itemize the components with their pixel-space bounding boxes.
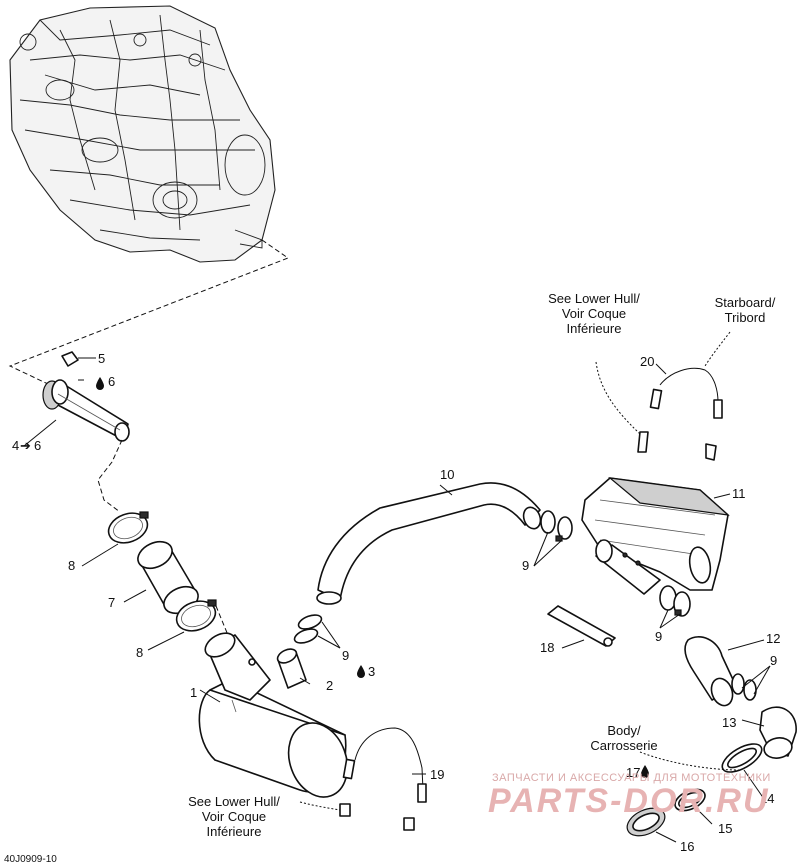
hose-routing-line-upper xyxy=(97,439,123,513)
note-line: See Lower Hull/ xyxy=(548,291,640,306)
callout-6: 6 xyxy=(108,374,115,389)
note-line: See Lower Hull/ xyxy=(188,794,280,809)
diagram-code: 40J0909-10 xyxy=(4,854,57,865)
callouts: 1 2 3 4 ➔ 6 5 6 7 8 8 9 9 9 9 10 11 12 1… xyxy=(12,351,780,854)
drop-icon xyxy=(641,765,649,778)
muffler-part-1 xyxy=(198,632,349,798)
callout-19: 19 xyxy=(430,767,444,782)
clamp-part-9-upper-right xyxy=(540,510,573,542)
gasket-part-15 xyxy=(674,788,706,812)
clamp-part-8-lower xyxy=(175,599,217,632)
callout-12: 12 xyxy=(766,631,780,646)
strap-part-18 xyxy=(547,605,616,647)
callout-9-middle: 9 xyxy=(342,648,349,663)
note-line: Inférieure xyxy=(207,824,262,839)
note-leader-body xyxy=(639,751,741,771)
callout-18: 18 xyxy=(540,640,554,655)
callout-8-upper: 8 xyxy=(68,558,75,573)
note-line: Carrosserie xyxy=(590,738,657,753)
clamp-part-9-lower-right xyxy=(659,585,691,617)
fitting-part-5 xyxy=(61,351,96,367)
drop-icon xyxy=(96,377,104,390)
note-line: Starboard/ xyxy=(715,295,776,310)
clamp-part-8-upper xyxy=(107,511,149,544)
resonator-part-11 xyxy=(581,477,730,595)
projection-line xyxy=(8,239,290,385)
callout-9-lower-right: 9 xyxy=(655,629,662,644)
leader-lines xyxy=(23,363,771,843)
callout-20: 20 xyxy=(640,354,654,369)
note-leader-lower-hull-top xyxy=(595,361,641,435)
callout-7: 7 xyxy=(108,595,115,610)
callout-9-hose: 9 xyxy=(770,653,777,668)
note-lower-hull-bottom: See Lower Hull/ Voir Coque Inférieure xyxy=(188,794,280,839)
callout-1: 1 xyxy=(190,685,197,700)
callout-5: 5 xyxy=(98,351,105,366)
hose-part-10 xyxy=(316,482,542,605)
callout-3: 3 xyxy=(368,664,375,679)
hose-part-12 xyxy=(684,636,737,707)
clamp-part-9-hose xyxy=(731,673,757,701)
coupler-part-7 xyxy=(137,540,199,615)
exhaust-outlet-tube xyxy=(42,379,130,442)
callout-13: 13 xyxy=(722,715,736,730)
note-line: Inférieure xyxy=(567,321,622,336)
callout-16: 16 xyxy=(680,839,694,854)
callout-10: 10 xyxy=(440,467,454,482)
clamp-part-9-middle xyxy=(293,614,341,649)
strap-part-20 xyxy=(637,367,723,461)
note-lower-hull-top: See Lower Hull/ Voir Coque Inférieure xyxy=(548,291,640,336)
engine-illustration xyxy=(9,5,276,263)
elbow-part-13 xyxy=(759,706,797,759)
watermark-tagline: ЗАПЧАСТИ И АКСЕССУАРЫ ДЛЯ МОТОТЕХНИКИ xyxy=(492,772,771,784)
ring-part-14 xyxy=(721,743,763,773)
note-line: Tribord xyxy=(725,310,766,325)
note-leader-starboard xyxy=(704,331,731,367)
callout-11: 11 xyxy=(732,486,746,501)
note-line: Voir Coque xyxy=(202,809,266,824)
note-leader-lower-hull-bottom xyxy=(299,801,341,811)
note-starboard: Starboard/ Tribord xyxy=(715,295,776,325)
callout-15: 15 xyxy=(718,821,732,836)
note-line: Body/ xyxy=(607,723,641,738)
watermark: ЗАПЧАСТИ И АКСЕССУАРЫ ДЛЯ МОТОТЕХНИКИ PA… xyxy=(488,772,771,820)
callout-4-to: 6 xyxy=(34,438,41,453)
hose-routing-line-lower xyxy=(215,605,231,641)
watermark-logo: PARTS-DOR.RU xyxy=(488,782,770,820)
callout-4: 4 xyxy=(12,438,19,453)
callout-4-arrow: ➔ xyxy=(20,438,31,453)
note-line: Voir Coque xyxy=(562,306,626,321)
callout-14: 14 xyxy=(760,791,774,806)
callout-8-lower: 8 xyxy=(136,645,143,660)
callout-9-upper-right: 9 xyxy=(522,558,529,573)
strap-part-19 xyxy=(339,727,427,831)
drop-icon xyxy=(357,665,365,678)
ring-part-16 xyxy=(626,807,666,837)
callout-17: 17 xyxy=(626,765,640,780)
note-body: Body/ Carrosserie xyxy=(590,723,657,753)
callout-2: 2 xyxy=(326,678,333,693)
